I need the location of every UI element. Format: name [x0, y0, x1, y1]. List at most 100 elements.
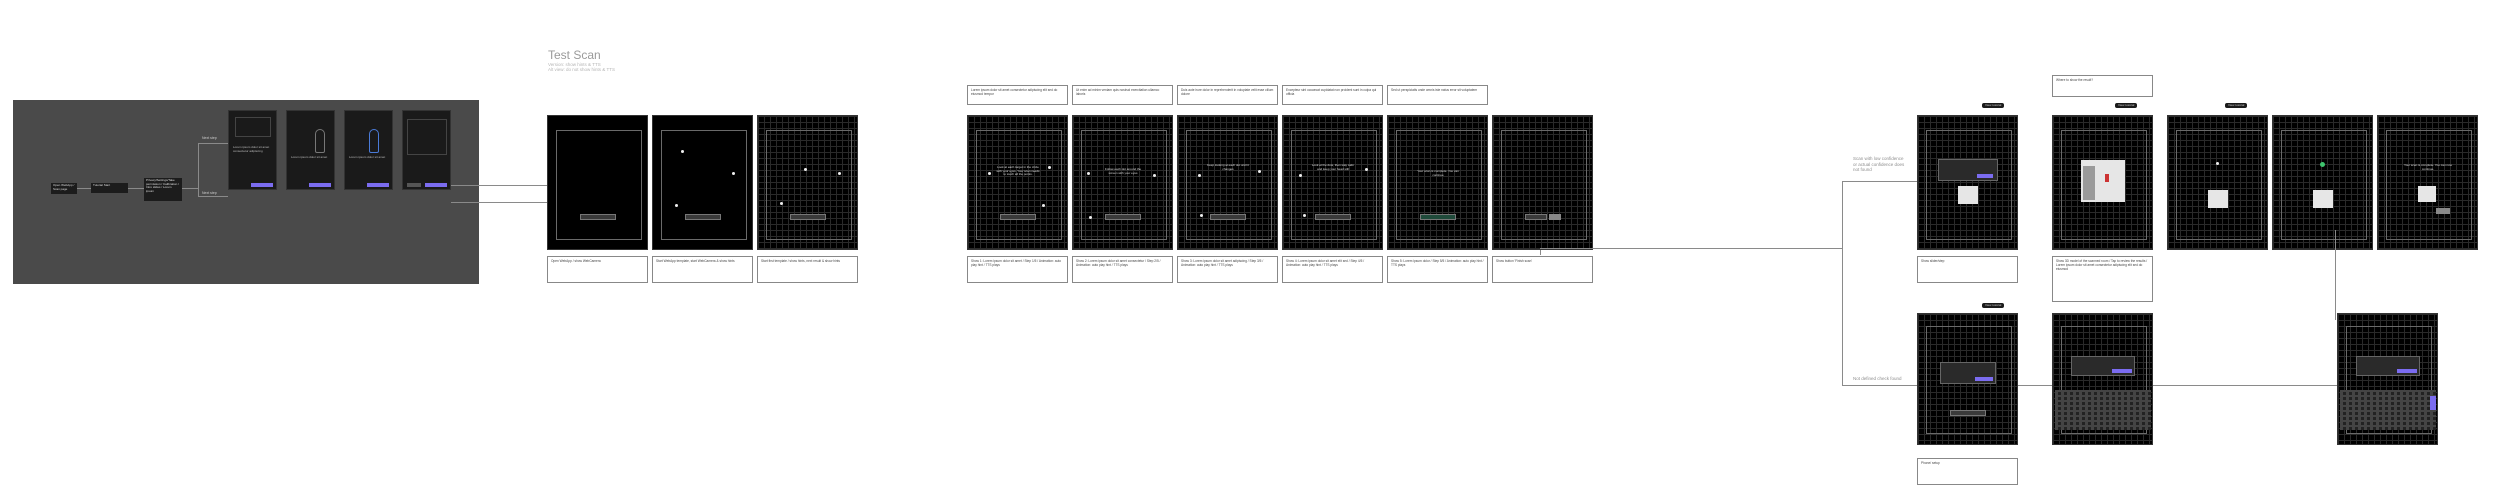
confirm-button[interactable] — [1977, 174, 1993, 178]
subtitle: Version: show hints & TTS — [548, 62, 601, 67]
scan-controls[interactable] — [1315, 214, 1351, 220]
scan-controls[interactable] — [1000, 214, 1036, 220]
target-dot — [681, 150, 684, 153]
connector — [198, 143, 199, 197]
keyboard-input-screen — [2052, 313, 2153, 445]
scan-frame — [766, 130, 852, 240]
result-note: Phone/ setup — [1917, 458, 2018, 485]
enter-key[interactable] — [2430, 396, 2436, 410]
room-3d-wall — [2083, 166, 2095, 200]
view-tutorial-badge[interactable]: View tutorial — [1982, 303, 2005, 308]
dialog — [1940, 362, 1996, 384]
view-tutorial-badge[interactable]: View tutorial — [1982, 103, 2005, 108]
hint-text: Look at each target in the circle with y… — [996, 165, 1040, 177]
target-dot — [804, 168, 807, 171]
scan-frame — [1926, 130, 2012, 240]
step-note: Show 1: Lorem ipsum dolor sit amet / Ste… — [967, 256, 1068, 283]
define-check-screen — [1917, 313, 2018, 445]
target-dot — [780, 202, 783, 205]
scan-controls[interactable] — [790, 214, 826, 220]
target-dot — [1299, 174, 1302, 177]
branch-label-lower: Not defined check found — [1853, 376, 1902, 381]
target-dot — [1087, 172, 1090, 175]
scan-controls[interactable] — [1525, 214, 1547, 220]
slide-text: Lorem ipsum dolor sit amet — [349, 155, 386, 159]
scan-controls[interactable] — [685, 214, 721, 220]
scan-frame — [1926, 326, 2012, 434]
step-note: Show 2: Lorem ipsum dolor sit amet conse… — [1072, 256, 1173, 283]
result-screen-cube-1 — [2167, 115, 2268, 250]
tutorial-screen-2: Lorem ipsum dolor sit amet — [286, 110, 335, 190]
top-note: Sed ut perspiciatis unde omnis iste natu… — [1387, 85, 1488, 105]
marker — [2105, 174, 2109, 182]
room-cube-icon — [2208, 190, 2228, 208]
on-screen-keyboard[interactable] — [2340, 390, 2436, 430]
top-note: Duis aute irure dolor in reprehenderit i… — [1177, 85, 1278, 105]
connector — [1842, 181, 1917, 182]
result-screen-dialog — [1917, 115, 2018, 250]
subtitle: Alt view: do not show hints & TTS — [548, 67, 615, 72]
start-button[interactable] — [425, 183, 447, 187]
result-screen-cube-2 — [2272, 115, 2373, 250]
scan-hint-screen-1: Look at each target in the circle with y… — [967, 115, 1068, 250]
connector — [1842, 181, 1843, 386]
on-screen-keyboard[interactable] — [2055, 390, 2151, 430]
room-cube-icon — [1958, 186, 1978, 204]
confirm-button[interactable] — [1975, 377, 1993, 381]
scan-controls[interactable] — [580, 214, 616, 220]
done-button[interactable] — [2436, 208, 2450, 214]
connector — [198, 196, 228, 197]
step-note: Start WebApp template, start WebCamera &… — [652, 256, 753, 283]
scan-controls[interactable] — [1420, 214, 1456, 220]
confirm-button[interactable] — [2397, 369, 2417, 373]
target-dot — [988, 172, 991, 175]
target-dot — [1303, 214, 1306, 217]
connector — [451, 202, 548, 203]
hint-text: Your scan is complete. You can continue — [1417, 169, 1459, 177]
target-dot — [2216, 162, 2219, 165]
flow-step-open-webapp[interactable]: Open WebApp / Scan page — [51, 183, 77, 194]
view-tutorial-badge[interactable]: View tutorial — [2115, 103, 2138, 108]
target-dot — [675, 204, 678, 207]
scan-frame — [2061, 326, 2147, 434]
scan-frame — [2386, 130, 2472, 240]
scan-frame — [1081, 130, 1167, 240]
connector — [2335, 230, 2336, 320]
flow-step-privacy[interactable]: Privacy/Settings/Take permission / Calib… — [144, 178, 182, 201]
scan-hint-screen-2: Follow each dot around the screen with y… — [1072, 115, 1173, 250]
dialog — [2071, 356, 2135, 376]
keyboard-input-screen-alt — [2337, 313, 2438, 445]
finish-scan-button[interactable] — [1549, 214, 1561, 220]
scan-screen-blank — [547, 115, 648, 250]
confirm-button[interactable] — [2112, 369, 2132, 373]
scan-frame — [1291, 130, 1377, 240]
step-note: Show 3: Lorem ipsum dolor sit amet adipi… — [1177, 256, 1278, 283]
scan-screen-grid — [757, 115, 858, 250]
scan-frame — [1396, 130, 1482, 240]
tutorial-screen-4 — [402, 110, 451, 190]
next-button[interactable] — [251, 183, 273, 187]
settings-list — [407, 119, 447, 155]
scan-frame — [1501, 130, 1587, 240]
complete-text: Your scan is complete. You can now conti… — [2404, 163, 2452, 171]
back-button[interactable] — [407, 183, 421, 187]
scan-frame — [2061, 130, 2147, 240]
view-tutorial-badge[interactable]: View tutorial — [2225, 103, 2248, 108]
scan-finish-screen — [1492, 115, 1593, 250]
connector — [198, 143, 228, 144]
scan-screen-dots — [652, 115, 753, 250]
step-note: Open WebApp / show WebCamera — [547, 256, 648, 283]
connector — [182, 188, 198, 189]
scan-controls[interactable] — [1210, 214, 1246, 220]
next-button[interactable] — [367, 183, 389, 187]
next-button[interactable] — [309, 183, 331, 187]
flow-step-tutorial-start[interactable]: Tutorial Start — [91, 183, 128, 193]
connector — [1540, 248, 1842, 249]
top-note: Ut enim ad minim veniam quis nostrud exe… — [1072, 85, 1173, 105]
top-note: Excepteur sint occaecat cupidatat non pr… — [1282, 85, 1383, 105]
room-cube-icon — [2418, 186, 2436, 202]
scan-controls[interactable] — [1105, 214, 1141, 220]
scan-controls[interactable] — [1950, 410, 1986, 416]
